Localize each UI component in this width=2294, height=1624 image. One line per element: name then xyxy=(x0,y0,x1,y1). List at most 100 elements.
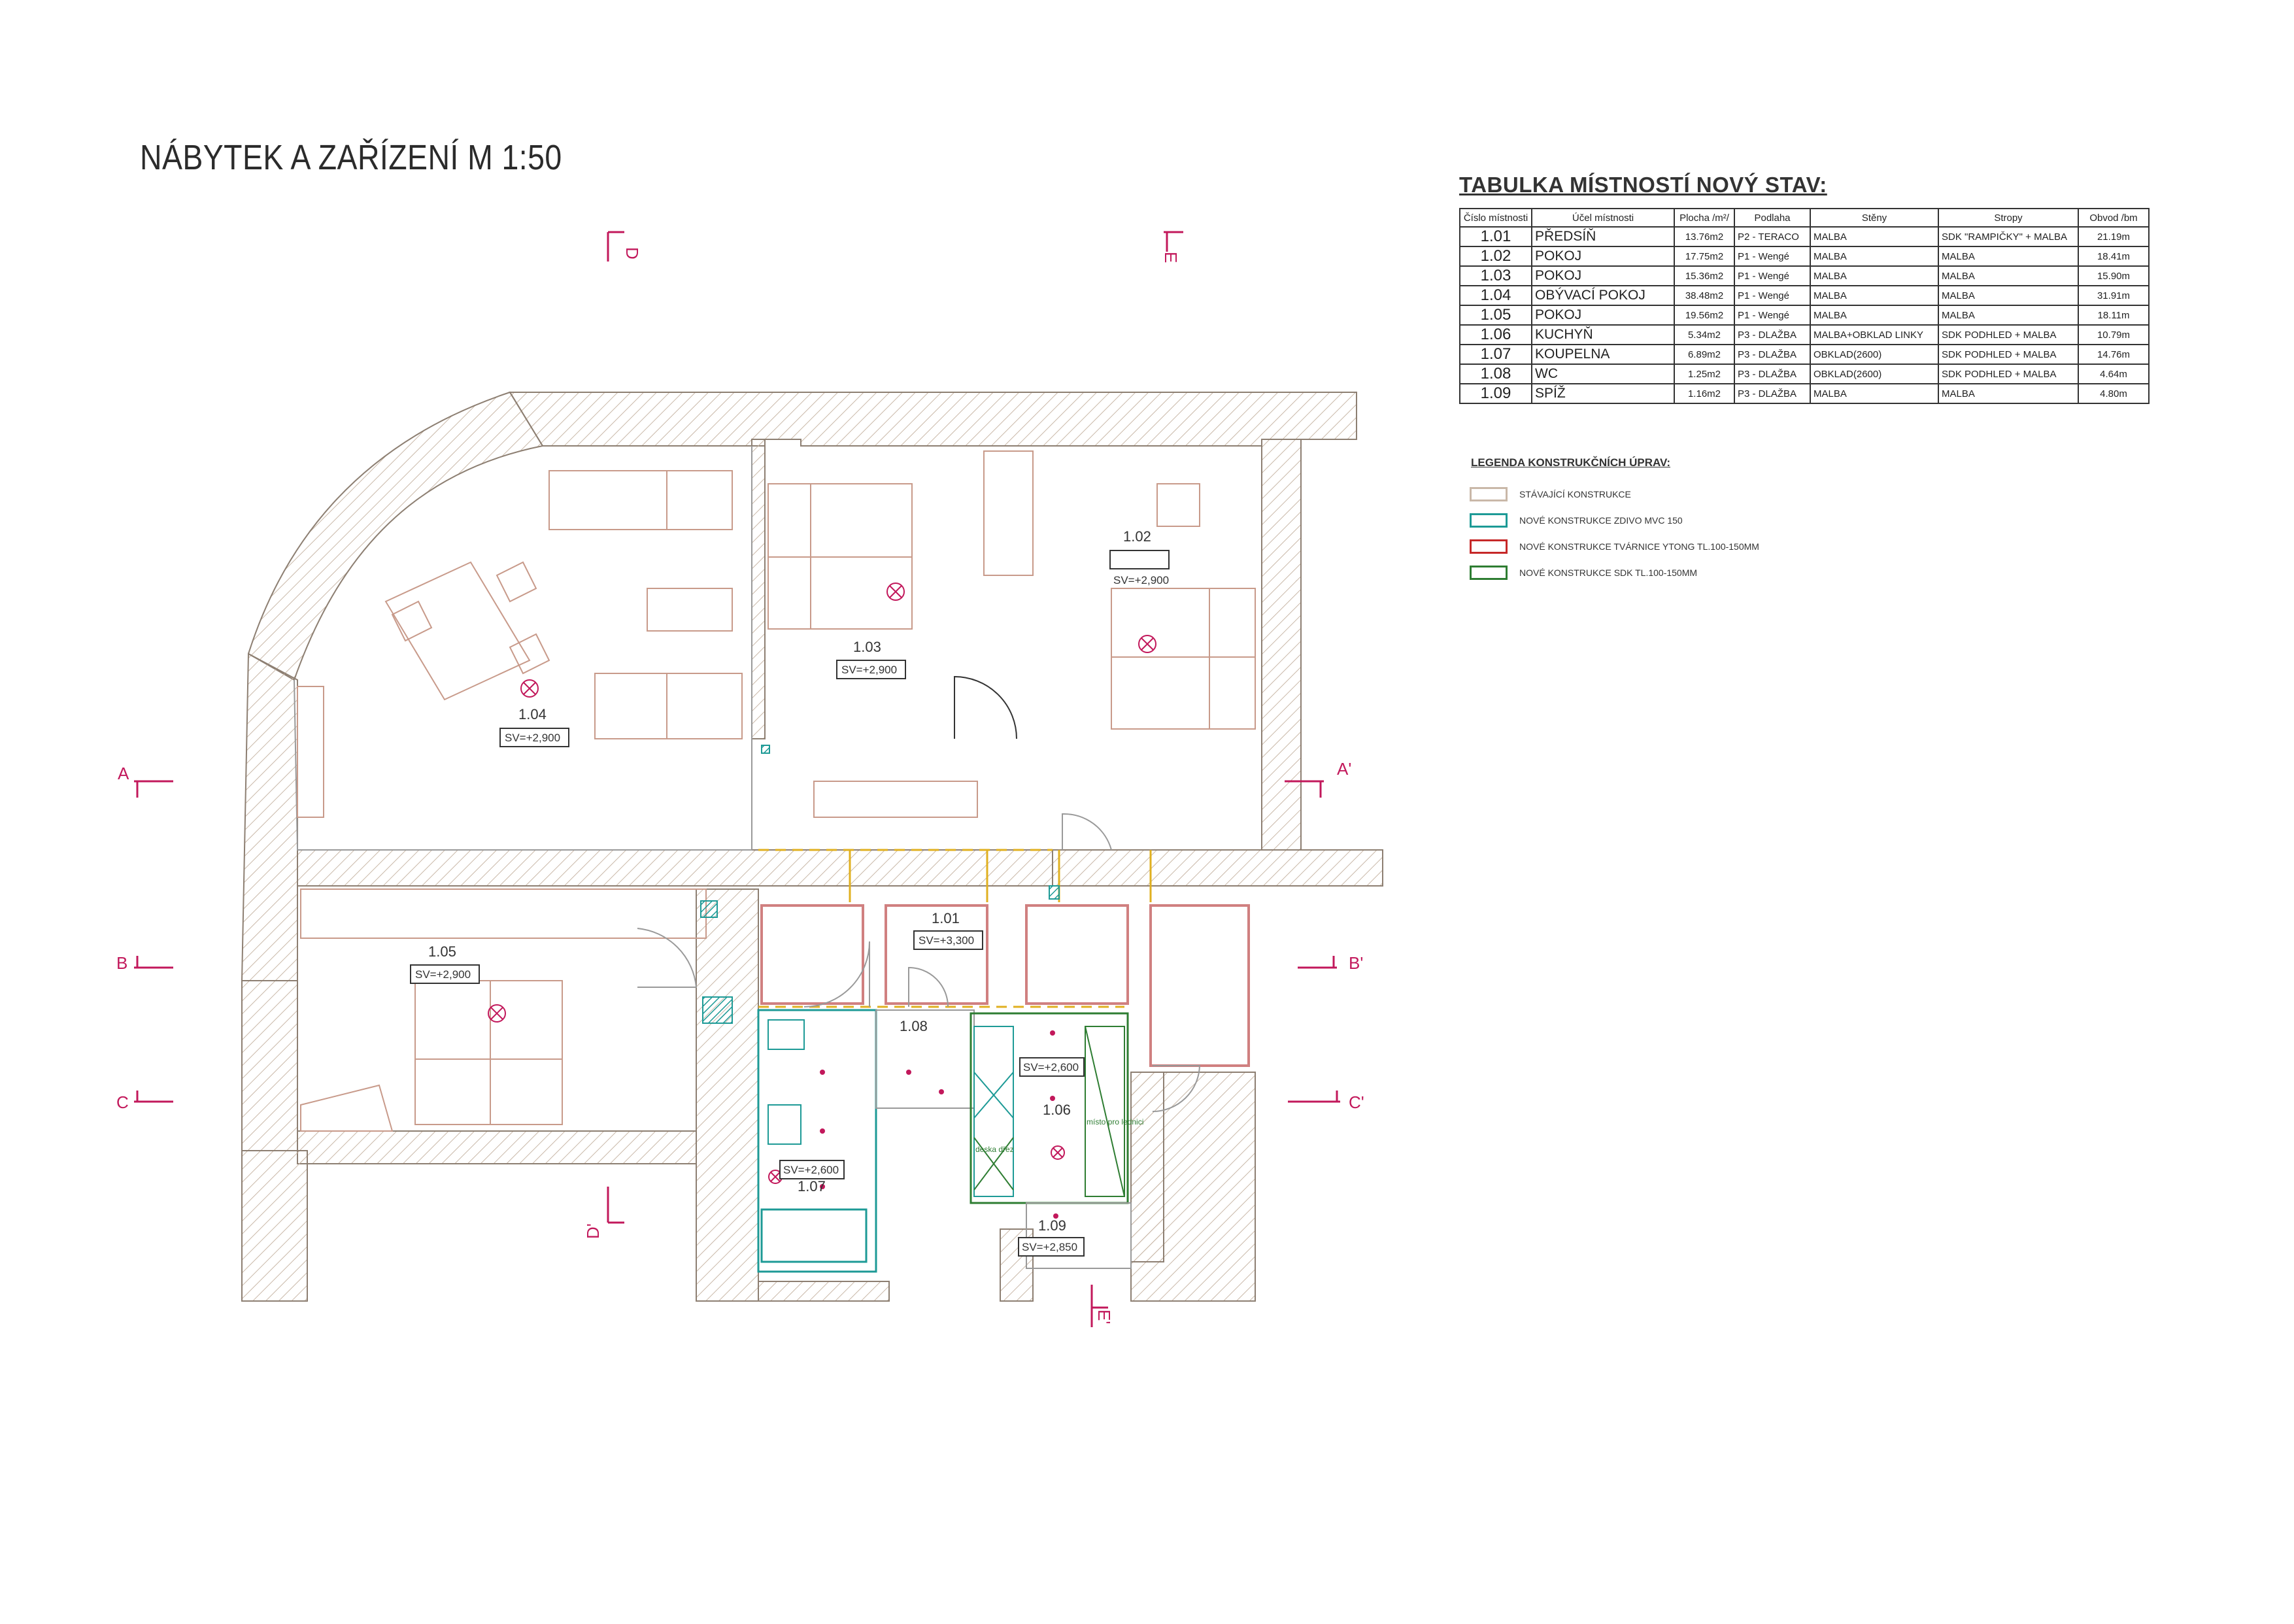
page-title: NÁBYTEK A ZAŘÍZENÍ M 1:50 xyxy=(140,138,562,177)
doors xyxy=(637,675,1201,1112)
sv-label: SV=+2,900 xyxy=(505,732,560,744)
mvc-blocks xyxy=(700,745,1060,1024)
table-cell: MALBA xyxy=(1810,265,1939,286)
table-cell: 1.01 xyxy=(1459,226,1532,247)
room-number: 1.08 xyxy=(900,1018,928,1034)
table-cell: P1 - Wengé xyxy=(1734,246,1811,267)
table-cell: P1 - Wengé xyxy=(1734,305,1811,326)
legend-title: LEGENDA KONSTRUKČNÍCH ÚPRAV: xyxy=(1471,456,1671,469)
table-cell: POKOJ xyxy=(1531,265,1675,286)
col-header: Stropy xyxy=(1938,208,2079,228)
sv-label: SV=+2,900 xyxy=(1113,574,1169,586)
table-cell: 15.90m xyxy=(2078,265,2150,286)
col-header: Podlaha xyxy=(1734,208,1811,228)
table-cell: 18.11m xyxy=(2078,305,2150,326)
table-cell: PŘEDSÍŇ xyxy=(1531,226,1675,247)
sv-box xyxy=(913,930,983,950)
legend-item: NOVÉ KONSTRUKCE SDK TL.100-150MM xyxy=(1470,566,1697,580)
table-cell: 1.03 xyxy=(1459,265,1532,286)
section-c-right: C' xyxy=(1349,1092,1364,1112)
legend-swatch xyxy=(1470,539,1508,554)
table-cell: POKOJ xyxy=(1531,305,1675,326)
kitchen-sink-label: deska dřez xyxy=(975,1145,1014,1154)
table-cell: P3 - DLAŽBA xyxy=(1734,344,1811,365)
section-d-top: D xyxy=(622,247,642,260)
table-cell: P1 - Wengé xyxy=(1734,265,1811,286)
table-cell: P1 - Wengé xyxy=(1734,285,1811,306)
table-cell: P3 - DLAŽBA xyxy=(1734,383,1811,404)
sv-label: SV=+2,850 xyxy=(1022,1241,1077,1253)
room-number: 1.09 xyxy=(1038,1217,1066,1234)
room-number: 1.06 xyxy=(1043,1102,1071,1118)
table-cell: 6.89m2 xyxy=(1674,344,1735,365)
section-e-top: E xyxy=(1161,252,1181,263)
table-cell: 13.76m2 xyxy=(1674,226,1735,247)
table-cell: MALBA xyxy=(1810,226,1939,247)
legend-label: NOVÉ KONSTRUKCE ZDIVO MVC 150 xyxy=(1519,515,1683,526)
table-cell: 1.02 xyxy=(1459,246,1532,267)
table-cell: 38.48m2 xyxy=(1674,285,1735,306)
sv-label: SV=+3,300 xyxy=(919,934,974,947)
col-header: Obvod /bm xyxy=(2078,208,2150,228)
table-cell: MALBA xyxy=(1938,383,2079,404)
table-cell: 1.07 xyxy=(1459,344,1532,365)
table-cell: P3 - DLAŽBA xyxy=(1734,324,1811,345)
legend-swatch xyxy=(1470,566,1508,580)
legend-item: STÁVAJÍCÍ KONSTRUKCE xyxy=(1470,487,1631,501)
section-a-left: A xyxy=(118,764,129,783)
sv-label: SV=+2,900 xyxy=(415,968,471,981)
room-number: 1.07 xyxy=(798,1178,826,1194)
table-cell: 1.06 xyxy=(1459,324,1532,345)
room-table: Číslo místnosti Účel místnosti Plocha /m… xyxy=(1459,208,2150,404)
new-constructions xyxy=(757,904,1250,1273)
section-c-left: C xyxy=(116,1092,129,1112)
table-cell: MALBA xyxy=(1938,246,2079,267)
sv-box xyxy=(779,1160,845,1179)
ceiling-lights xyxy=(488,583,1156,1184)
sv-box xyxy=(499,728,569,747)
table-cell: 21.19m xyxy=(2078,226,2150,247)
room-table-title: TABULKA MÍSTNOSTÍ NOVÝ STAV: xyxy=(1459,173,1827,197)
legend-label: NOVÉ KONSTRUKCE SDK TL.100-150MM xyxy=(1519,567,1698,578)
legend-swatch xyxy=(1470,487,1508,501)
sv-box xyxy=(836,660,906,679)
table-cell: 1.08 xyxy=(1459,364,1532,384)
table-cell: SPÍŽ xyxy=(1531,383,1675,404)
room-number: 1.03 xyxy=(853,639,881,655)
table-cell: MALBA xyxy=(1938,285,2079,306)
existing-walls xyxy=(241,391,1383,1302)
table-cell: 4.80m xyxy=(2078,383,2150,404)
table-cell: P2 - TERACO xyxy=(1734,226,1811,247)
table-cell: MALBA xyxy=(1938,305,2079,326)
table-cell: SDK PODHLED + MALBA xyxy=(1938,344,2079,365)
spot-lights xyxy=(820,1030,1058,1219)
section-b-right: B' xyxy=(1349,953,1363,973)
sv-box xyxy=(410,964,480,984)
legend-item: NOVÉ KONSTRUKCE TVÁRNICE YTONG TL.100-15… xyxy=(1470,539,1759,554)
col-header: Plocha /m²/ xyxy=(1674,208,1735,228)
table-cell: OBKLAD(2600) xyxy=(1810,364,1939,384)
col-header: Účel místnosti xyxy=(1531,208,1675,228)
legend-item: NOVÉ KONSTRUKCE ZDIVO MVC 150 xyxy=(1470,513,1683,528)
table-cell: 18.41m xyxy=(2078,246,2150,267)
table-cell: 19.56m2 xyxy=(1674,305,1735,326)
sv-box xyxy=(1018,1237,1085,1257)
sv-label: SV=+2,600 xyxy=(1023,1061,1079,1074)
sv-label: SV=+2,900 xyxy=(841,664,897,676)
room-number: 1.02 xyxy=(1123,528,1151,545)
room-number: 1.04 xyxy=(518,706,547,722)
sv-box xyxy=(1109,550,1170,569)
room-number: 1.05 xyxy=(428,943,456,960)
table-cell: 14.76m xyxy=(2078,344,2150,365)
table-cell: KOUPELNA xyxy=(1531,344,1675,365)
table-cell: MALBA+OBKLAD LINKY xyxy=(1810,324,1939,345)
table-cell: SDK PODHLED + MALBA xyxy=(1938,364,2079,384)
col-header: Stěny xyxy=(1810,208,1939,228)
section-d-bottom: D' xyxy=(583,1223,603,1239)
